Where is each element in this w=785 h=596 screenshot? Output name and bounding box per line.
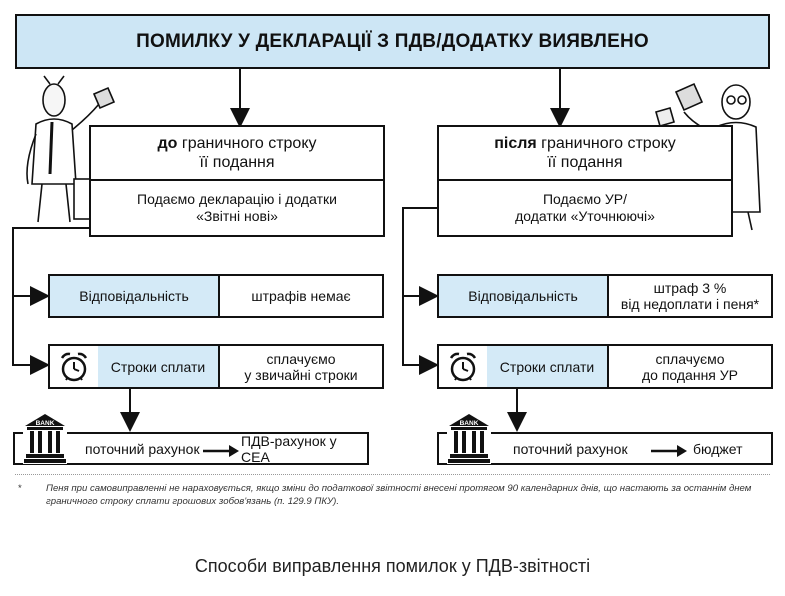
right-action-line1: Подаємо УР/ xyxy=(542,191,628,207)
right-payment-value-line1: сплачуємо xyxy=(655,350,725,367)
footnote-text: Пеня при самовиправленні не нараховуєтьс… xyxy=(46,483,752,507)
left-head-box: до граничного строку її подання xyxy=(89,125,385,181)
right-head-box: після граничного строку її подання xyxy=(437,125,733,181)
alarm-clock-icon xyxy=(439,346,487,387)
bank-icon-label: BANK xyxy=(460,420,479,427)
footnote-separator xyxy=(15,474,770,475)
left-bank-row: BANK поточний рахунок ПДВ-рахунок у СЕА xyxy=(13,412,369,465)
right-flow-to: бюджет xyxy=(693,440,743,457)
right-payment-label: Строки сплати xyxy=(487,346,607,387)
right-payment-row: Строки сплати сплачуємо до подання УР xyxy=(437,344,773,389)
left-payment-value-line2: у звичайні строки xyxy=(244,366,358,383)
left-head-rest: граничного строку xyxy=(177,135,317,152)
left-flow-to: ПДВ-рахунок у СЕА xyxy=(241,432,337,465)
left-action-line2: «Звітні нові» xyxy=(196,208,278,224)
right-flow-from: поточний рахунок xyxy=(513,440,628,457)
left-payment-row: Строки сплати сплачуємо у звичайні строк… xyxy=(48,344,384,389)
left-head-bold: до xyxy=(157,135,178,152)
left-responsibility-value: штрафів немає xyxy=(251,288,351,304)
bank-icon: BANK xyxy=(447,412,491,464)
footnote-marker: * xyxy=(18,483,22,494)
left-payment-label: Строки сплати xyxy=(98,346,218,387)
arrow-right-icon xyxy=(651,444,687,460)
right-head-bold: після xyxy=(494,135,537,152)
left-action-line1: Подаємо декларацію і додатки xyxy=(137,191,337,207)
figure-caption: Способи виправлення помилок у ПДВ-звітно… xyxy=(194,556,591,576)
left-payment-value-line1: сплачуємо xyxy=(266,350,336,367)
right-branch-line xyxy=(402,207,439,375)
arrow-right-icon xyxy=(203,444,239,460)
bank-icon: BANK xyxy=(23,412,67,464)
alarm-clock-icon xyxy=(50,346,98,387)
right-action-line2: додатки «Уточнюючі» xyxy=(515,208,655,224)
left-flow-from: поточний рахунок xyxy=(85,440,200,457)
right-responsibility-row: Відповідальність штраф 3 % від недоплати… xyxy=(437,274,773,318)
right-responsibility-value-line1: штраф 3 % xyxy=(653,280,727,296)
right-responsibility-value-line2: від недоплати і пеня* xyxy=(620,296,760,312)
right-bank-row: BANK поточний рахунок бюджет xyxy=(437,412,773,465)
bank-icon-label: BANK xyxy=(36,420,55,427)
right-responsibility-label: Відповідальність xyxy=(439,276,609,316)
right-action-box: Подаємо УР/ додатки «Уточнюючі» xyxy=(437,179,733,237)
left-action-box: Подаємо декларацію і додатки «Звітні нов… xyxy=(89,179,385,237)
left-responsibility-row: Відповідальність штрафів немає xyxy=(48,274,384,318)
right-payment-value-line2: до подання УР xyxy=(641,366,739,383)
banner-title: ПОМИЛКУ У ДЕКЛАРАЦІЇ З ПДВ/ДОДАТКУ ВИЯВЛ… xyxy=(15,14,770,69)
right-head-rest: граничного строку xyxy=(536,135,676,152)
left-head-line2: її подання xyxy=(199,154,275,171)
left-responsibility-label: Відповідальність xyxy=(50,276,220,316)
right-head-line2: її подання xyxy=(547,154,623,171)
